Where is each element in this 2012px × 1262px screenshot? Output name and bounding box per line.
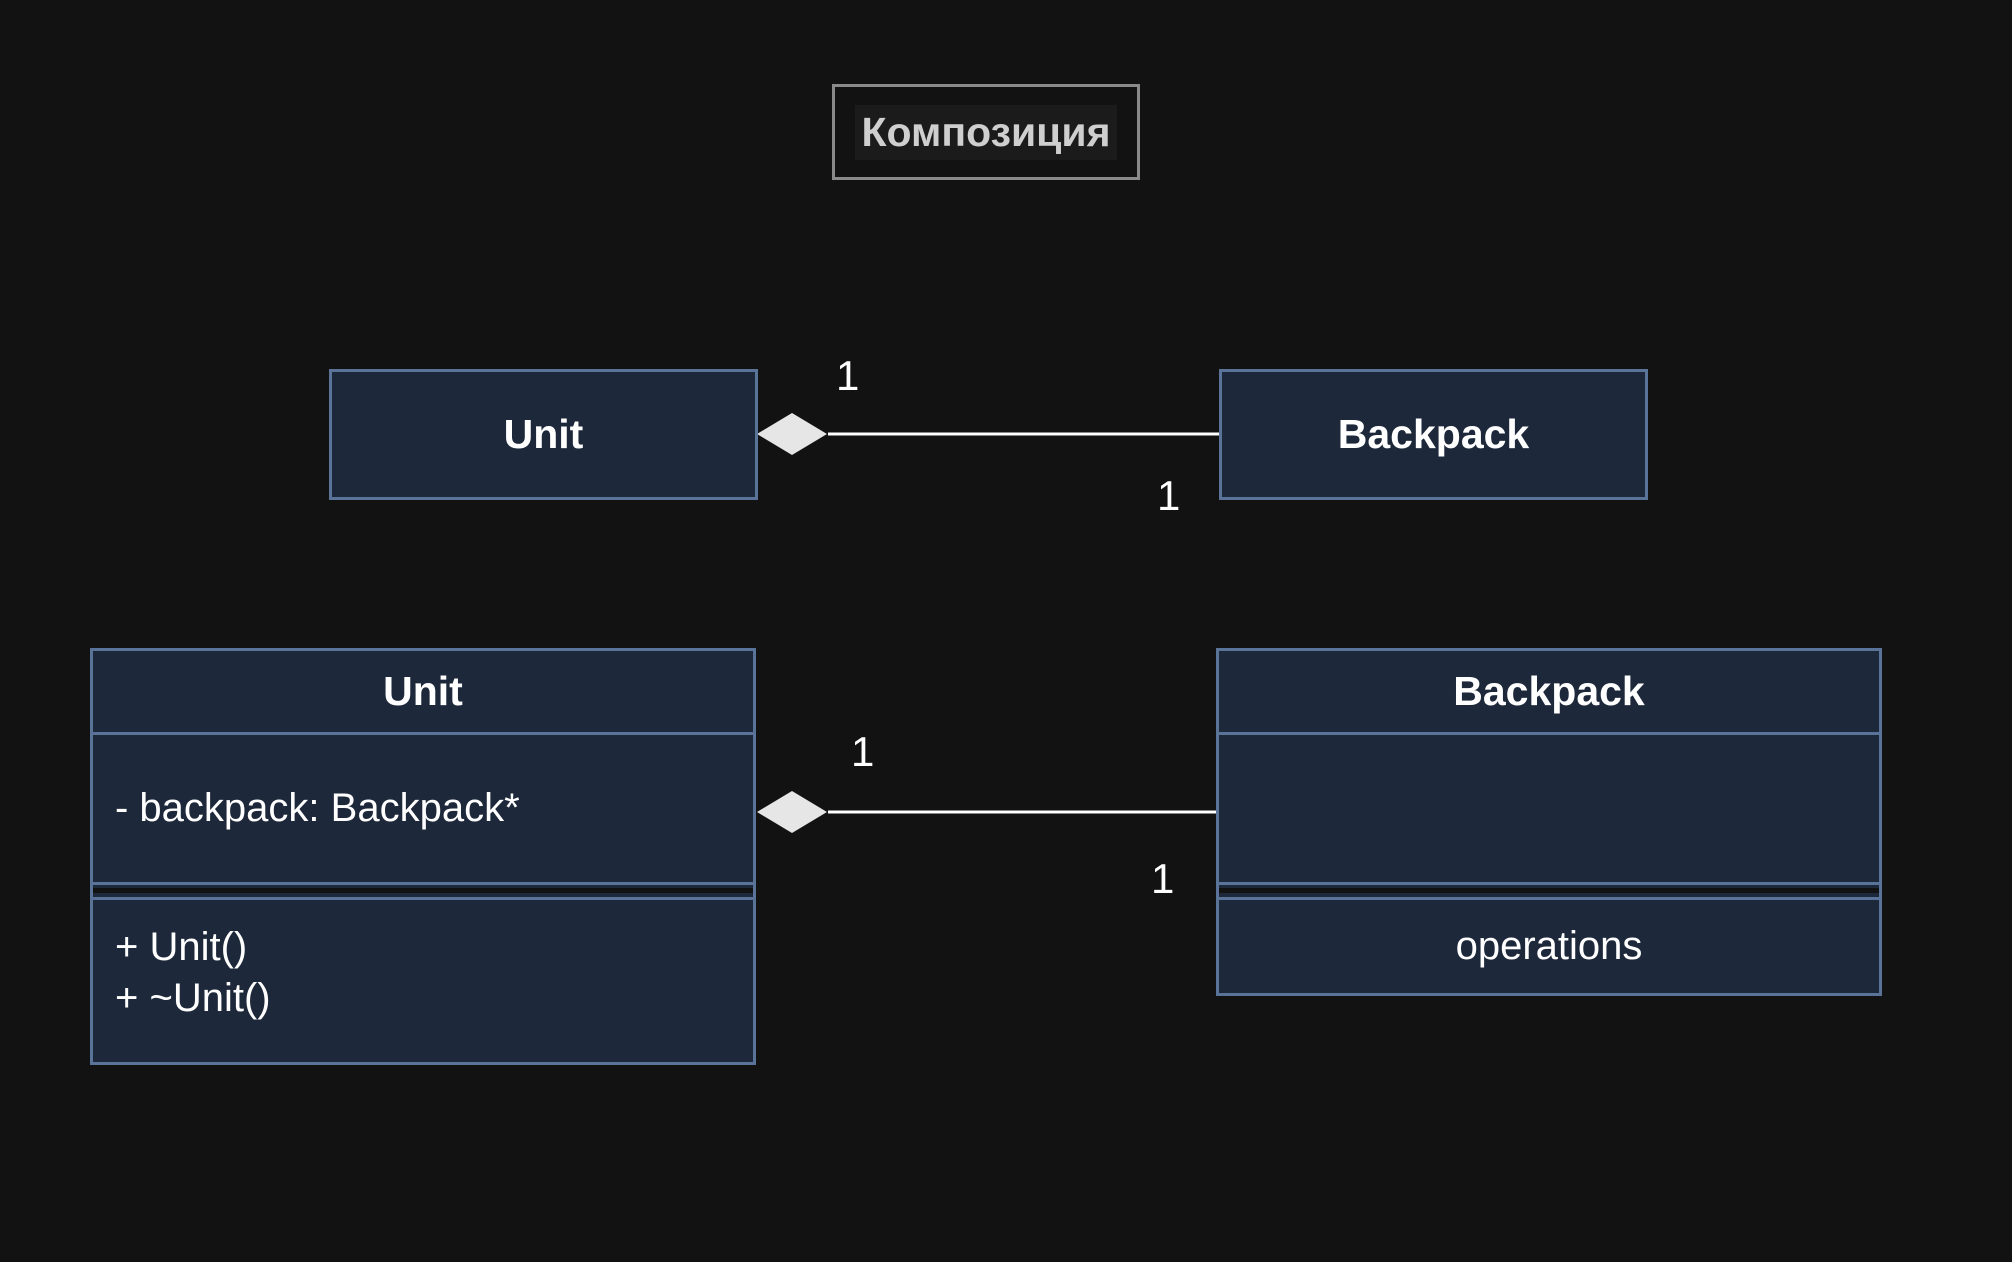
composition-diamond-simple bbox=[757, 413, 827, 455]
class-unit-operations: + Unit() + ~Unit() bbox=[93, 900, 753, 1062]
class-backpack-name: Backpack bbox=[1453, 668, 1645, 714]
class-unit-attributes: - backpack: Backpack* bbox=[93, 735, 753, 885]
multiplicity-simple-left: 1 bbox=[836, 352, 860, 399]
class-backpack-operations: operations bbox=[1219, 900, 1879, 993]
class-unit-name: Unit bbox=[383, 668, 463, 714]
composition-diamond-detailed bbox=[757, 791, 827, 833]
multiplicity-detailed-left: 1 bbox=[851, 728, 875, 775]
class-backpack-operation: operations bbox=[1455, 924, 1643, 968]
class-unit-simple-name: Unit bbox=[503, 411, 584, 457]
class-unit-attribute: - backpack: Backpack* bbox=[115, 786, 520, 830]
class-unit-simple[interactable]: Unit bbox=[329, 369, 758, 500]
diagram-title: Композиция bbox=[855, 104, 1117, 160]
diagram-title-box[interactable]: Композиция bbox=[832, 84, 1140, 180]
class-backpack-header: Backpack bbox=[1219, 651, 1879, 735]
class-unit-detailed[interactable]: Unit - backpack: Backpack* + Unit() + ~U… bbox=[90, 648, 756, 1065]
class-backpack-simple-name: Backpack bbox=[1337, 411, 1530, 457]
class-backpack-detailed[interactable]: Backpack operations bbox=[1216, 648, 1882, 996]
class-unit-operation: + ~Unit() bbox=[115, 976, 271, 1020]
class-backpack-attributes bbox=[1219, 735, 1879, 885]
class-backpack-separator bbox=[1219, 885, 1879, 900]
multiplicity-simple-right: 1 bbox=[1157, 472, 1181, 519]
class-unit-operation: + Unit() bbox=[115, 925, 248, 969]
class-unit-header: Unit bbox=[93, 651, 753, 735]
class-unit-separator bbox=[93, 885, 753, 900]
class-backpack-simple[interactable]: Backpack bbox=[1219, 369, 1648, 500]
multiplicity-detailed-right: 1 bbox=[1151, 855, 1175, 902]
